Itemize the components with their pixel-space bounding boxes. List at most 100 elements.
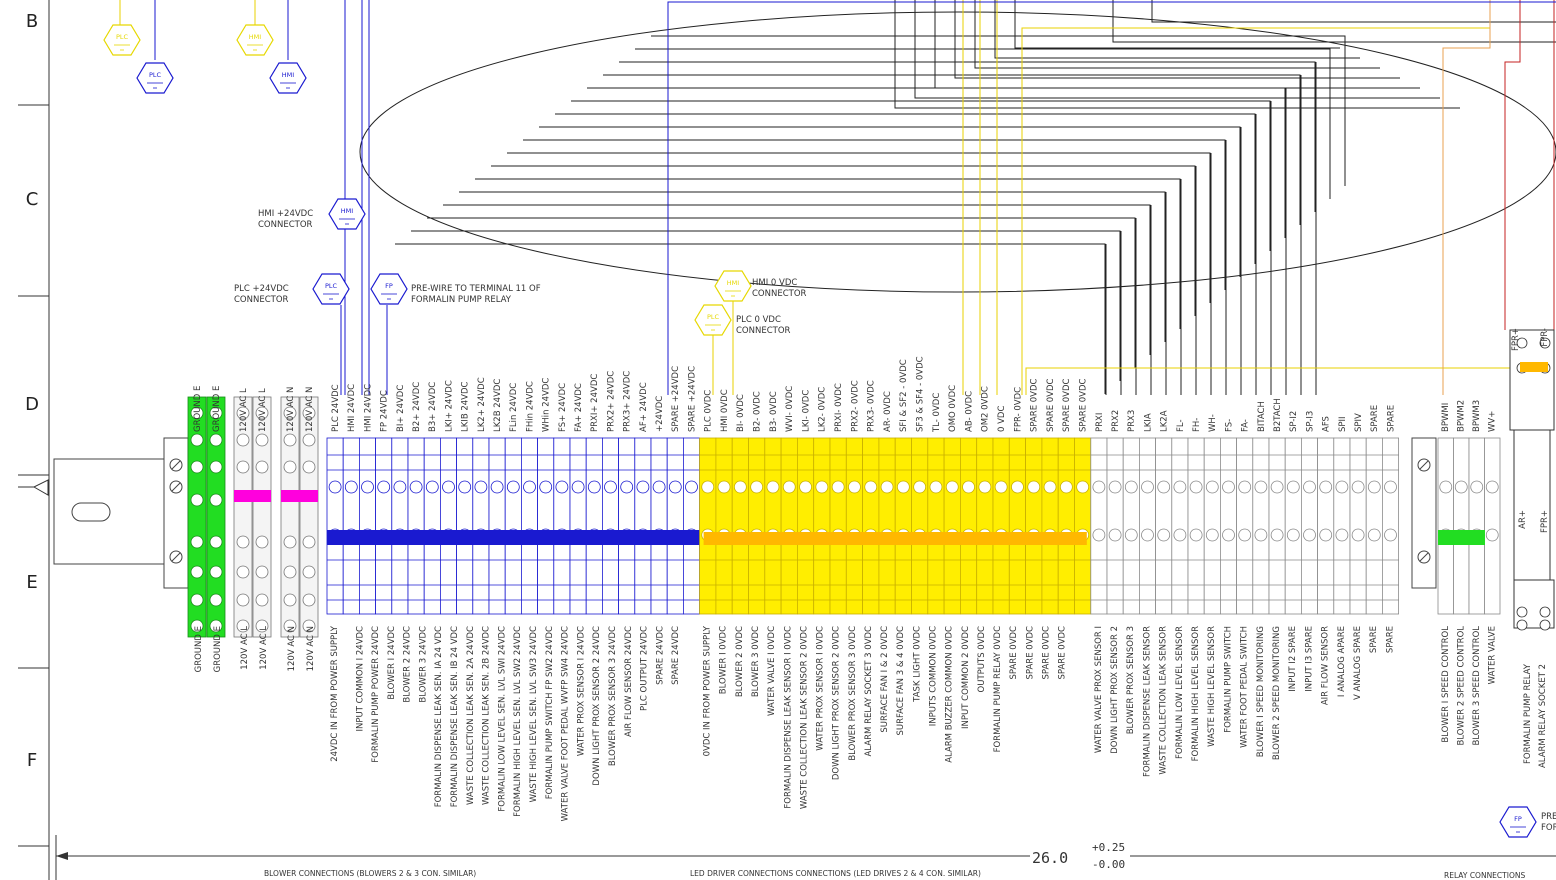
harness-wire	[571, 100, 1271, 251]
terminal-screw	[1254, 480, 1268, 494]
bottom-label-yellow: DOWN LIGHT PROX SENSOR 2 0VDC	[832, 626, 842, 780]
terminal-block	[715, 437, 733, 615]
bottom-label-gray: WASTE COLLECTION LEAK SENSOR	[1159, 626, 1169, 775]
terminal-block	[1090, 437, 1108, 615]
terminal-block	[1252, 437, 1270, 615]
terminal-block	[1187, 437, 1205, 615]
terminal-screw	[652, 480, 666, 494]
terminal-screw	[799, 480, 812, 494]
terminal-screw	[302, 565, 316, 579]
top-label-blue: LK2B 24VDC	[493, 379, 503, 432]
top-label-yellow: 0 VDC	[997, 406, 1007, 432]
bottom-label-ground: GROUND E	[213, 626, 223, 672]
hex-connector-label: HMI	[341, 207, 353, 215]
hex-outline	[136, 62, 174, 94]
terminal-screw	[929, 480, 943, 494]
terminal-strip	[187, 396, 1501, 638]
harness-top-wire	[1112, 0, 1556, 43]
bottom-label-yellow: SPARE 0VDC	[1009, 626, 1019, 680]
harness-top-wire	[954, 0, 1400, 79]
end-stop-screw-slot	[1419, 460, 1429, 470]
terminal-screw	[1286, 480, 1300, 494]
relay-jumper	[1520, 362, 1548, 372]
callout-hmi_0: HMI 0 VDC	[752, 278, 797, 288]
bottom-label-right: BLOWER 2 SPEED CONTROL	[1457, 626, 1467, 746]
terminal-block	[894, 437, 912, 615]
hex-outline	[328, 198, 366, 230]
terminal-screw	[1470, 480, 1484, 494]
bottom-label-gray: V ANALOG SPARE	[1353, 626, 1363, 700]
top-label-yellow: PRX2- 0VDC	[850, 380, 860, 432]
bottom-label-blue: WATER PROX SENSOR I 24VDC	[576, 626, 586, 756]
relay-label-fpr_top_left: FPR+	[1511, 328, 1521, 351]
terminal-block	[1106, 437, 1124, 615]
center-arrow-icon	[18, 479, 49, 496]
bottom-label-yellow: OUTPUTS 0VDC	[977, 626, 987, 693]
terminal-screw	[283, 406, 297, 420]
top-label-gray: FL-	[1176, 419, 1186, 432]
terminal-screw	[1173, 480, 1187, 494]
harness-wire	[395, 243, 1106, 394]
terminal-block	[252, 396, 272, 638]
end-stop-screw-slot	[171, 482, 181, 492]
dimension-arrow-icon	[56, 852, 68, 860]
bottom-label-blue: FORMALIN PUMP POWER 24VDC	[371, 626, 381, 763]
terminal-screw	[1485, 480, 1499, 494]
top-label-yellow: TL- 0VDC	[932, 393, 942, 433]
bottom-label-gray: SPARE	[1385, 626, 1395, 653]
terminal-screw	[701, 480, 715, 494]
harness-wire	[411, 230, 1121, 381]
terminal-screw	[1303, 528, 1316, 542]
top-label-yellow: SPARE 0VDC	[1079, 378, 1089, 432]
end-stop-screw-slot	[1419, 552, 1429, 562]
top-label-gray: FH-	[1192, 418, 1202, 432]
terminal-block	[829, 437, 847, 615]
bottom-label-yellow: SURFACE FAN I & 2 0VDC	[880, 626, 890, 733]
terminal-block	[1333, 437, 1351, 615]
terminal-screw	[1141, 528, 1154, 542]
top-label-blue: LKI+ 24VDC	[444, 380, 454, 432]
dimension-tol-minus: -0.00	[1092, 858, 1125, 871]
terminal-screw	[344, 480, 358, 494]
terminal-screw	[255, 565, 269, 579]
bottom-label-yellow: ALARM BUZZER COMMON 0VDC	[945, 626, 955, 763]
terminal-screw	[506, 480, 520, 494]
terminal-block	[862, 437, 880, 615]
bottom-label-blue: FORMALIN DISPENSE LEAK SEN. IA 24 VDC	[434, 626, 444, 807]
callout-plc_0: CONNECTOR	[736, 326, 791, 336]
callout-plc_24: CONNECTOR	[234, 295, 289, 305]
top-label-yellow: LKI- 0VDC	[801, 390, 811, 432]
terminal-screw	[831, 480, 845, 494]
top-label-blue: WHin 24VDC	[542, 378, 552, 432]
terminal-screw	[283, 619, 297, 633]
hex-outline	[103, 24, 141, 56]
terminal-block	[927, 437, 945, 615]
top-label-ground: GROUND E	[212, 386, 222, 432]
terminal-screw	[1286, 528, 1300, 542]
terminal-block	[1453, 437, 1470, 615]
row-label-f: F	[27, 750, 37, 771]
terminal-block	[1382, 437, 1400, 615]
terminal-screw	[1157, 480, 1171, 494]
bottom-label-gray: FORMALIN LOW LEVEL SENSOR	[1175, 626, 1185, 759]
terminal-block	[618, 437, 636, 615]
bottom-label-right: BLOWER I SPEED CONTROL	[1441, 626, 1451, 743]
terminal-screw	[1157, 528, 1171, 542]
terminal-block	[683, 437, 701, 615]
terminal-block	[569, 437, 587, 615]
terminal-block	[960, 437, 978, 615]
bottom-label-yellow: FORMALIN DISPENSE LEAK SENSOR I 0VDC	[783, 626, 793, 809]
top-label-gray: SPARE	[1370, 405, 1380, 432]
callout-hmi_24: HMI +24VDC	[258, 209, 313, 219]
bottom-label-ac_l: 120V AC L	[259, 626, 269, 670]
relay-terminal	[1516, 337, 1528, 349]
terminal-screw	[1205, 480, 1219, 494]
terminal-screw	[604, 480, 617, 494]
top-label-gray: SPII	[1338, 416, 1348, 432]
top-label-ac_n: 120V AC N	[286, 387, 296, 432]
top-label-blue: B2+ 24VDC	[412, 382, 422, 432]
top-label-gray: WH-	[1208, 414, 1218, 432]
harness-wire	[651, 35, 1346, 186]
terminal-screw	[302, 593, 316, 607]
